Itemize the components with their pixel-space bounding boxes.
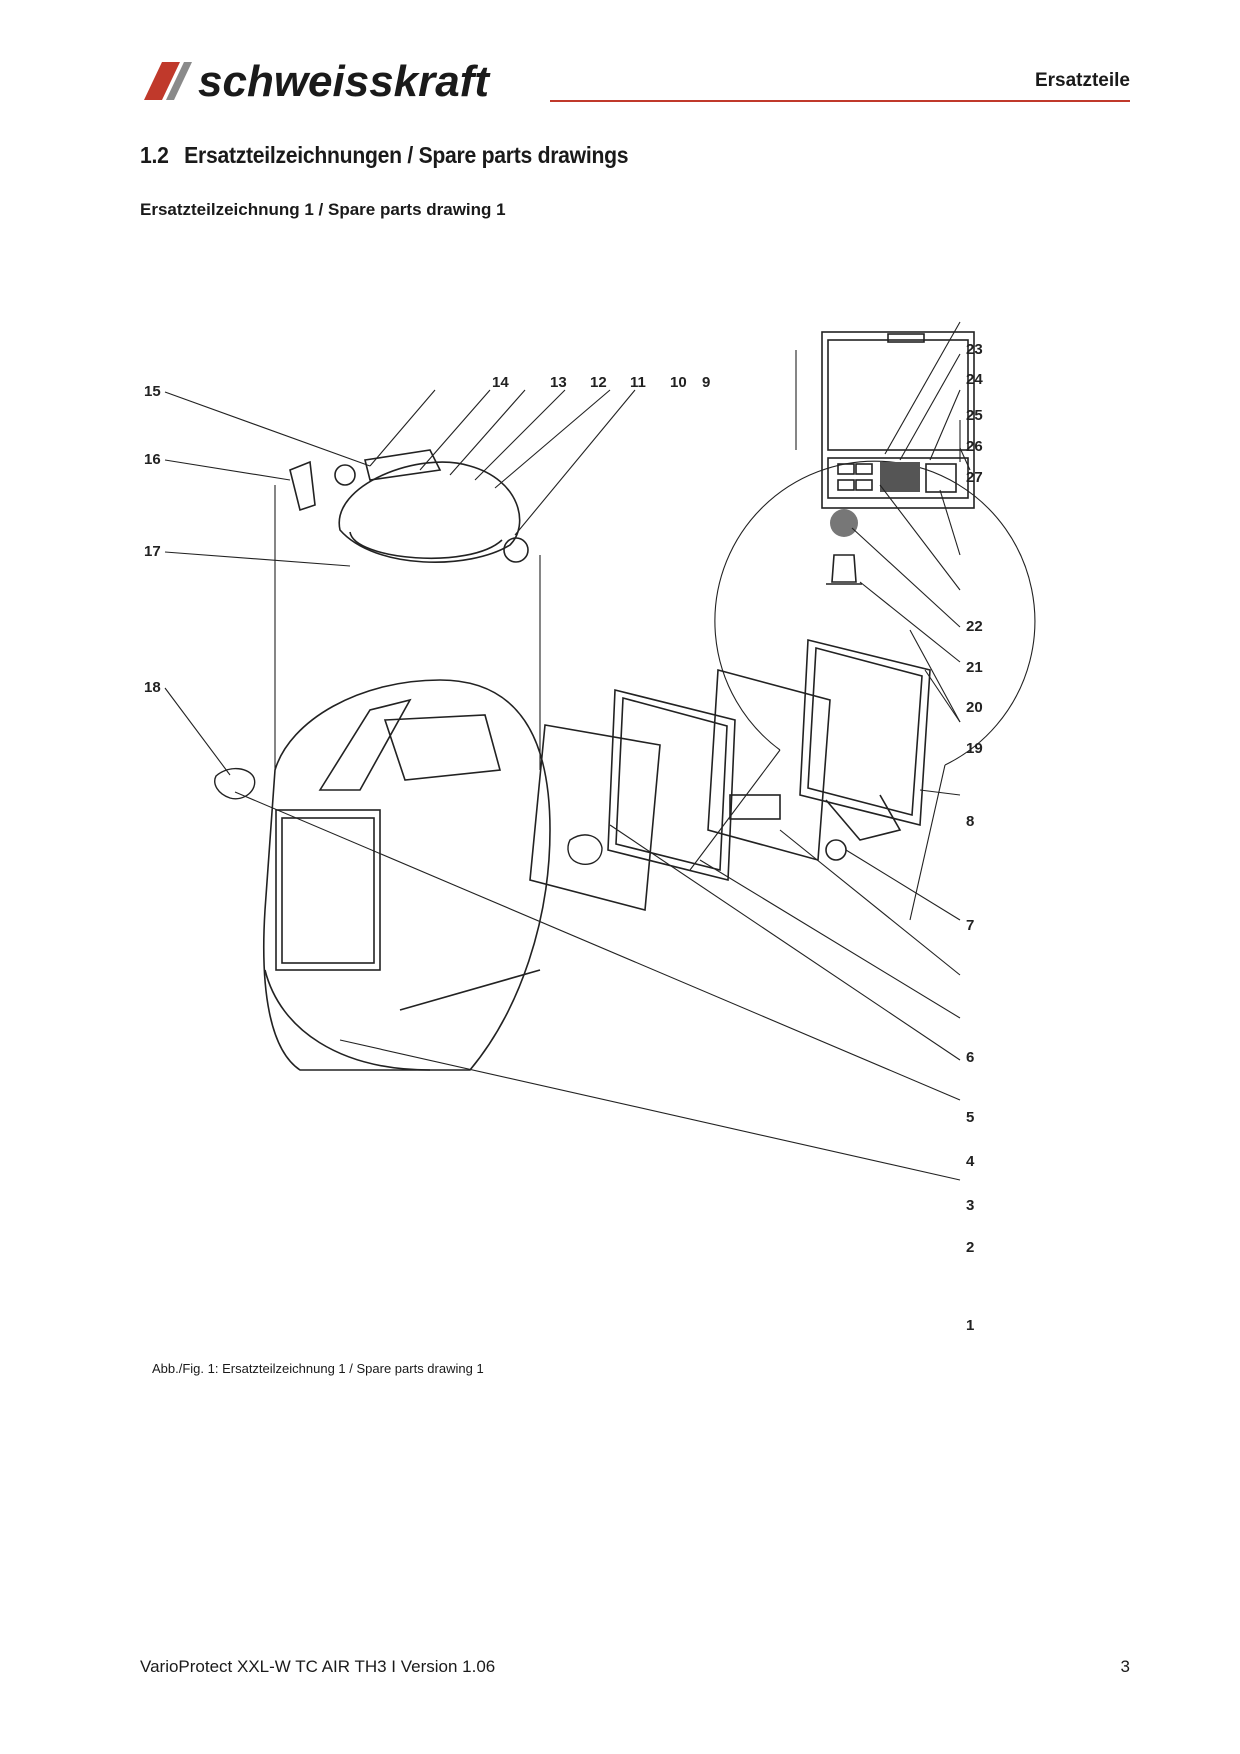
callout-24: 24 bbox=[966, 371, 983, 388]
callout-7: 7 bbox=[966, 917, 974, 934]
header-rule bbox=[550, 100, 1130, 102]
section-title: Ersatzteilzeichnungen / Spare parts draw… bbox=[184, 142, 629, 168]
callout-20: 20 bbox=[966, 699, 983, 716]
callout-10: 10 bbox=[670, 374, 687, 391]
callout-11: 11 bbox=[630, 374, 646, 391]
callout-12: 12 bbox=[590, 374, 607, 391]
callout-21: 21 bbox=[966, 659, 983, 676]
logo-mark bbox=[144, 62, 180, 100]
callout-26: 26 bbox=[966, 438, 983, 455]
callout-27: 27 bbox=[966, 469, 983, 486]
helmet-shell bbox=[214, 679, 551, 1071]
callout-14: 14 bbox=[492, 374, 509, 391]
leader-lines bbox=[164, 321, 971, 1181]
callout-15: 15 bbox=[144, 383, 161, 400]
callout-25: 25 bbox=[966, 407, 983, 424]
side-knob-left bbox=[214, 768, 256, 800]
callout-3: 3 bbox=[966, 1197, 974, 1214]
callout-22: 22 bbox=[966, 618, 983, 635]
figure-caption: Abb./Fig. 1: Ersatzteilzeichnung 1 / Spa… bbox=[152, 1361, 484, 1376]
callout-17: 17 bbox=[144, 543, 161, 560]
side-knob-right bbox=[567, 834, 603, 866]
callout-16: 16 bbox=[144, 451, 161, 468]
detail-magnifier-outline bbox=[714, 460, 1036, 766]
callout-8: 8 bbox=[966, 813, 974, 830]
brand-logo: schweisskraft bbox=[140, 56, 560, 104]
callout-5: 5 bbox=[966, 1109, 974, 1126]
gasket-frame bbox=[607, 688, 736, 882]
headgear-assembly bbox=[274, 449, 541, 770]
callout-18: 18 bbox=[144, 679, 161, 696]
cartridge-detail bbox=[795, 331, 975, 585]
callout-9: 9 bbox=[702, 374, 710, 391]
drawing-subheading: Ersatzteilzeichnung 1 / Spare parts draw… bbox=[140, 200, 506, 219]
footer-document-title: VarioProtect XXL-W TC AIR TH3 I Version … bbox=[140, 1657, 496, 1676]
grill-disc bbox=[830, 509, 858, 537]
callout-labels: 1 2 3 4 5 6 7 8 9 10 11 12 13 14 15 16 1… bbox=[144, 341, 983, 1334]
page-number: 3 bbox=[1120, 1657, 1130, 1676]
callout-6: 6 bbox=[966, 1049, 974, 1066]
header-section-label: Ersatzteile bbox=[1034, 70, 1130, 91]
spare-parts-drawing: 1 2 3 4 5 6 7 8 9 10 11 12 13 14 15 16 1… bbox=[140, 270, 1140, 1350]
callout-1: 1 bbox=[966, 1317, 974, 1334]
callout-13: 13 bbox=[550, 374, 567, 391]
callout-23: 23 bbox=[966, 341, 983, 358]
cartridge-holder bbox=[799, 638, 931, 827]
callout-2: 2 bbox=[966, 1239, 974, 1256]
callout-4: 4 bbox=[966, 1153, 975, 1170]
logo-wordmark: schweisskraft bbox=[198, 57, 491, 104]
callout-19: 19 bbox=[966, 740, 983, 757]
section-number: 1.2 bbox=[140, 142, 169, 168]
section-heading: 1.2 Ersatzteilzeichnungen / Spare parts d… bbox=[140, 142, 629, 169]
